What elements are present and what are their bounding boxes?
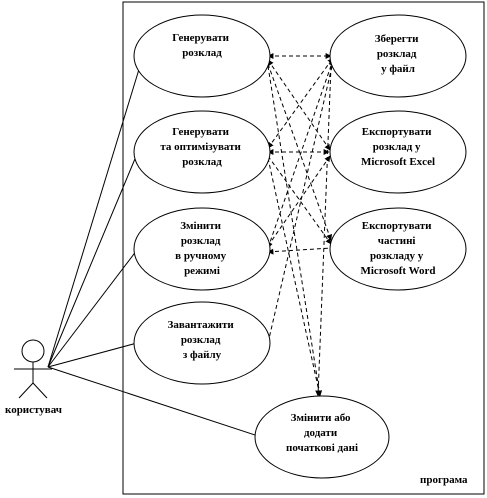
use-case-load-file: Завантажити розклад з файлу <box>133 301 271 385</box>
dep-edit-excel <box>267 155 331 247</box>
use-case-ellipse <box>133 110 271 194</box>
svg-text:Експортувати розклад у: Експортувати розклад у Microsoft Excel <box>361 126 435 168</box>
use-case-ellipse <box>254 395 390 479</box>
use-case-line: та оптимізувати <box>160 141 241 153</box>
use-case-ellipse <box>329 110 467 194</box>
dep-save-editdata <box>315 65 332 397</box>
actor-head <box>21 339 45 363</box>
assoc-load-file <box>47 342 138 368</box>
use-case-ellipse <box>133 301 271 385</box>
use-case-save-file: Зберегти розклад у файл <box>329 14 467 98</box>
use-case-line: Генерувати <box>172 126 229 138</box>
assoc-generate <box>47 65 141 368</box>
use-case-line: додати <box>304 427 338 439</box>
use-case-line: Генерувати <box>172 32 229 44</box>
svg-text:Зберегти розклад у: Зберегти розклад у файл <box>375 33 422 75</box>
actor-left-leg <box>18 382 34 399</box>
associations <box>47 65 259 437</box>
use-case-line: Microsoft Excel <box>361 156 435 168</box>
assoc-generate-optimize <box>47 153 138 368</box>
svg-text:Завантажити розклад: Завантажити розклад з файлу <box>168 319 237 361</box>
use-case-line: режимі <box>184 265 220 277</box>
dep-edit-word <box>267 247 332 255</box>
use-case-line: розклад <box>182 47 222 59</box>
svg-text:Змінити або додати: Змінити або додати початкові дані <box>286 412 358 454</box>
use-case-ellipse <box>133 207 271 291</box>
use-case-line: Змінити <box>180 220 221 232</box>
actor-label: користувач <box>5 404 62 416</box>
use-case-line: Microsoft Word <box>360 265 435 277</box>
dep-optimize-editdata <box>267 157 322 397</box>
use-case-edit-manual: Змінити розклад в ручному режимі <box>133 207 271 291</box>
actor-right-leg <box>32 382 48 399</box>
use-case-line: початкові дані <box>286 442 358 454</box>
svg-text:Генерувати розклад: Генерувати розклад <box>172 32 231 59</box>
use-case-generate: Генерувати розклад <box>133 14 271 98</box>
use-case-line: Змінити або <box>291 412 351 424</box>
use-case-edit-data: Змінити або додати початкові дані <box>254 395 390 479</box>
use-case-line: Завантажити <box>168 319 235 331</box>
svg-text:Генерувати та оптимізува: Генерувати та оптимізувати розклад <box>160 126 243 168</box>
assoc-edit-data <box>47 366 259 437</box>
use-case-line: розклад <box>181 235 221 247</box>
use-case-export-word: Експортувати частині розкладу у Microsof… <box>329 207 467 291</box>
use-case-generate-optimize: Генерувати та оптимізувати розклад <box>133 110 271 194</box>
use-case-ellipse <box>329 207 467 291</box>
use-case-line: розкладу у <box>370 250 424 262</box>
use-case-line: в ручному <box>175 250 226 262</box>
svg-text:Експортувати частині: Експортувати частині розкладу у Microsof… <box>360 220 435 277</box>
use-case-line: Експортувати <box>362 126 432 138</box>
dep-edit-save <box>266 59 335 249</box>
assoc-edit-manual <box>47 249 138 368</box>
use-case-line: Зберегти <box>375 33 419 45</box>
use-case-line: частині <box>378 235 416 247</box>
use-case-line: з файлу <box>183 349 222 361</box>
use-case-line: розклад <box>182 156 222 168</box>
svg-text:Змінити розклад в: Змінити розклад в ручному режимі <box>175 220 229 277</box>
dep-generate-excel <box>267 59 331 151</box>
use-case-export-excel: Експортувати розклад у Microsoft Excel <box>329 110 467 194</box>
actor-figure <box>14 339 52 399</box>
dep-generate-word <box>267 63 333 241</box>
use-case-line: Експортувати <box>362 220 432 232</box>
use-case-line: розклад у <box>373 141 421 153</box>
dependencies <box>266 53 335 397</box>
system-label: програма <box>420 474 468 486</box>
use-case-ellipse <box>329 14 467 98</box>
use-case-ellipse <box>133 14 271 98</box>
use-case-line: у файл <box>381 63 415 75</box>
system-boundary <box>122 1 485 495</box>
use-case-line: розклад <box>181 334 221 346</box>
use-case-line: розклад <box>377 48 417 60</box>
